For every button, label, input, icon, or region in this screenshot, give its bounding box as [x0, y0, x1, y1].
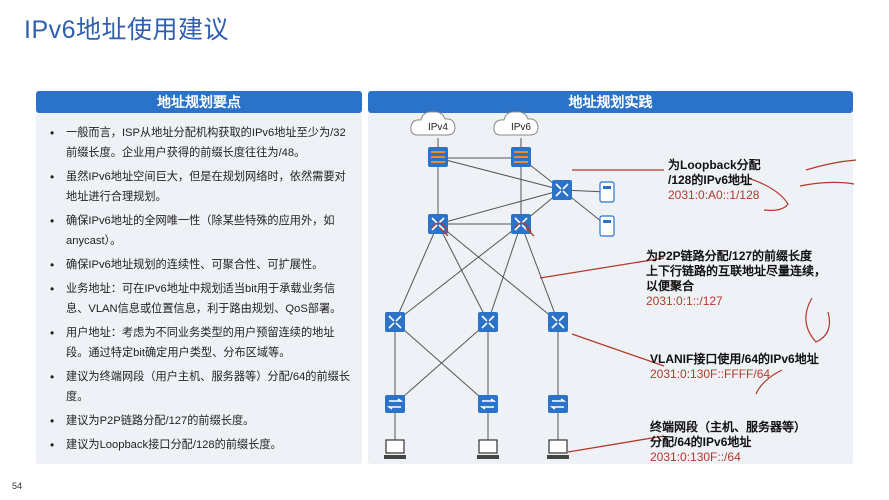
access-switch-icon: [548, 395, 568, 413]
annotation-arrows: [439, 169, 665, 453]
aggregation-switch-icon: [548, 312, 568, 332]
switch-icon: [552, 180, 572, 200]
pc-icon: [384, 439, 406, 459]
annotation-terminal: 终端网段（主机、服务器等） 分配/64的IPv6地址 2031:0:130F::…: [650, 420, 807, 464]
pc-icon: [477, 439, 499, 459]
ipv4-cloud-icon: [410, 111, 456, 136]
pc-icon: [547, 439, 569, 459]
key-points-panel: 一般而言，ISP从地址分配机构获取的IPv6地址至少为/32前缀长度。企业用户获…: [36, 113, 362, 464]
page-number: 54: [12, 481, 23, 491]
annotation-vlanif: VLANIF接口使用/64的IPv6地址 2031:0:130F::FFFF/6…: [650, 352, 819, 381]
access-switch-icon: [478, 395, 498, 413]
firewall-icon: [511, 147, 531, 167]
list-item: 确保IPv6地址的全网唯一性（除某些特殊的应用外，如anycast）。: [44, 211, 354, 251]
access-switch-icon: [385, 395, 405, 413]
annotation-loopback: 为Loopback分配 /128的IPv6地址 2031:0:A0::1/128: [668, 158, 761, 202]
list-item: 建议为P2P链路分配/127的前缀长度。: [44, 411, 354, 431]
practice-panel: [368, 113, 853, 464]
handwritten-marks: [431, 159, 857, 395]
ipv6-cloud-icon: [493, 111, 539, 136]
page-title: IPv6地址使用建议: [24, 16, 230, 44]
network-links: [394, 138, 608, 446]
right-panel-header: 地址规划实践: [368, 91, 853, 113]
list-item: 用户地址：考虑为不同业务类型的用户预留连续的地址段。通过特定bit确定用户类型、…: [44, 323, 354, 363]
core-switch-icon: [428, 214, 448, 234]
list-item: 业务地址：可在IPv6地址中规划适当bit用于承载业务信息、VLAN信息或位置信…: [44, 279, 354, 319]
list-item: 建议为Loopback接口分配/128的前缀长度。: [44, 435, 354, 455]
annotation-p2p: 为P2P链路分配/127的前缀长度 上下行链路的互联地址尽量连续， 以便聚合 2…: [646, 249, 827, 308]
core-switch-icon: [511, 214, 531, 234]
list-item: 建议为终端网段（用户主机、服务器等）分配/64的前缀长度。: [44, 367, 354, 407]
list-item: 一般而言，ISP从地址分配机构获取的IPv6地址至少为/32前缀长度。企业用户获…: [44, 123, 354, 163]
ipv6-cloud-label: IPv6: [511, 122, 531, 133]
left-panel-header: 地址规划要点: [36, 91, 362, 113]
aggregation-switch-icon: [385, 312, 405, 332]
server-icon: [599, 215, 615, 237]
key-points-list: 一般而言，ISP从地址分配机构获取的IPv6地址至少为/32前缀长度。企业用户获…: [36, 113, 362, 455]
list-item: 确保IPv6地址规划的连续性、可聚合性、可扩展性。: [44, 255, 354, 275]
aggregation-switch-icon: [478, 312, 498, 332]
list-item: 虽然IPv6地址空间巨大，但是在规划网络时，依然需要对地址进行合理规划。: [44, 167, 354, 207]
ipv4-cloud-label: IPv4: [428, 122, 448, 133]
server-icon: [599, 181, 615, 203]
firewall-icon: [428, 147, 448, 167]
